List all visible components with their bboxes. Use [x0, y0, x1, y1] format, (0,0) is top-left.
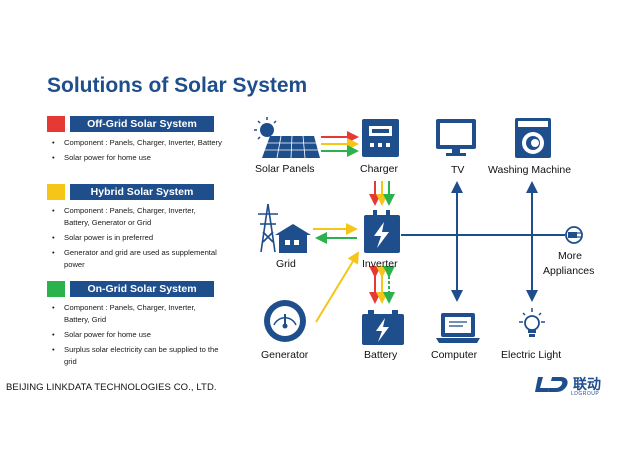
hybrid-heading: Hybrid Solar System [70, 184, 214, 200]
company-footer: BEIJING LINKDATA TECHNOLOGIES CO., LTD. [6, 382, 217, 393]
off-grid-bullet: Component : Panels, Charger, Inverter, B… [52, 137, 222, 149]
more-appliances-label-1: More [558, 250, 582, 262]
on-grid-bullet: Surplus solar electricity can be supplie… [52, 344, 222, 368]
more-appliances-label-2: Appliances [543, 265, 595, 277]
battery-icon [362, 310, 404, 345]
washing-machine-label: Washing Machine [488, 164, 572, 176]
on-grid-bullet: Component : Panels, Charger, Inverter, B… [52, 302, 222, 326]
solar-panel-icon [254, 117, 320, 159]
inverter-icon [364, 210, 400, 253]
grid-label: Grid [276, 258, 296, 270]
light-bulb-icon [519, 308, 545, 337]
inverter-label: Inverter [362, 258, 398, 270]
hybrid-bullet: Component : Panels, Charger, Inverter, B… [52, 205, 222, 229]
ld-logo-mark-icon [535, 377, 568, 392]
tv-label: TV [451, 164, 465, 176]
logo-subtext: LDGROUP [571, 391, 600, 397]
grid-to-inverter-arrows [313, 223, 358, 244]
house-icon [275, 224, 311, 253]
generator-to-inverter-arrow [315, 251, 360, 323]
on-grid-heading: On-Grid Solar System [70, 281, 214, 297]
company-logo: 联动 LDGROUP [535, 375, 601, 397]
on-grid-color-swatch [47, 281, 65, 297]
off-grid-color-swatch [47, 116, 65, 132]
charger-label: Charger [360, 163, 398, 175]
hybrid-bullet: Solar power is in preferred [52, 232, 222, 244]
plug-icon [565, 226, 583, 244]
page-title: Solutions of Solar System [47, 74, 308, 97]
battery-inverter-arrows [369, 266, 395, 304]
inverter-output-bus [401, 181, 565, 302]
generator-gauge-icon [264, 300, 306, 342]
laptop-icon [436, 313, 480, 343]
battery-label: Battery [364, 349, 398, 361]
panel-to-charger-arrows [321, 131, 359, 157]
charger-to-inverter-arrows [369, 181, 395, 206]
hybrid-color-swatch [47, 184, 65, 200]
solar-panels-label: Solar Panels [255, 163, 315, 175]
tv-icon [436, 119, 476, 156]
computer-label: Computer [431, 349, 478, 361]
washing-machine-icon [515, 118, 551, 158]
generator-label: Generator [261, 349, 309, 361]
charger-icon [362, 119, 399, 157]
off-grid-heading: Off-Grid Solar System [70, 116, 214, 132]
logo-chinese-text: 联动 [573, 376, 601, 392]
electric-light-label: Electric Light [501, 349, 562, 361]
off-grid-bullet: Solar power for home use [52, 152, 222, 164]
grid-tower-icon [258, 203, 278, 253]
hybrid-bullet: Generator and grid are used as supplemen… [52, 247, 222, 271]
on-grid-bullet: Solar power for home use [52, 329, 222, 341]
